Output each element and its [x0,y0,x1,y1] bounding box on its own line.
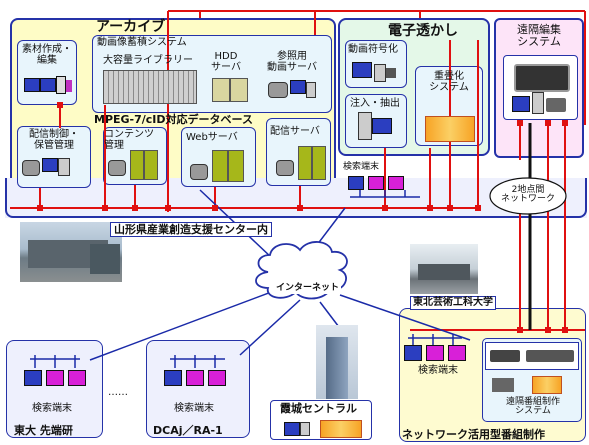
dist-server-icon [276,146,328,180]
kasumi-label: 霞城セントラル [280,402,357,415]
dcaj-panel [146,340,250,438]
search-terminal-icon-top [348,176,410,192]
material-pc-icon [24,74,72,96]
library-rack-icon [103,70,197,104]
two-point-network-label: 2地点間 ネットワーク [500,185,555,205]
remote-prod-device-icon [490,348,576,364]
todai-terminal-icon [24,368,88,388]
material-label: 素材作成・ 編集 [22,44,72,66]
encode-label: 動画符号化 [348,44,398,55]
encode-icon [352,62,398,82]
inject-label: 注入・抽出 [350,98,400,109]
dist-control-icon [22,158,74,176]
tohoku-label: 東北芸術工科大学 [410,296,496,310]
ellipsis-label: …… [108,387,128,398]
watermark-title: 電子透かし [388,23,458,39]
content-mgmt-label: コンテンツ 管理 [104,129,154,151]
remote-prod-label: 遠隔番組制作 システム [505,397,560,417]
web-server-icon [190,150,246,182]
dist-server-label: 配信サーバ [270,126,320,137]
search-terminal-label-top: 検索端末 [343,162,380,172]
remote-edit-display-icon [514,64,570,92]
remote-edit-pc-icon [512,92,570,114]
kasumi-photo [316,325,358,399]
dcaj-name: DCAj／RA-1 [153,424,223,437]
db-title: MPEG-7/cID対応データベース [94,113,253,126]
remote-edit-title: 遠隔編集 システム [517,23,561,48]
ref-server-label: 参照用 動画サーバ [267,51,317,73]
material-box [17,40,77,105]
internet-label: インターネット [274,283,342,294]
content-mgmt-icon [108,150,160,180]
dist-control-box [17,126,91,188]
large-library-label: 大容量ライブラリー [103,55,193,66]
network-terminal-icon [404,345,468,363]
hdd-server-icon [212,78,248,102]
todai-name: 東大 先端研 [14,424,73,437]
inject-icon [358,112,398,140]
overlay-icon [425,116,475,142]
kasumi-device-icon [284,420,364,438]
tohoku-photo [410,244,478,294]
todai-search-label: 検索端末 [32,403,72,414]
dcaj-search-label: 検索端末 [174,403,214,414]
network-program-title: ネットワーク活用型番組制作 [402,428,545,441]
archive-title: アーカイブ [96,19,166,35]
remote-prod-screen-icon [492,376,576,394]
network-search-label: 検索端末 [418,365,458,376]
center-building-photo [20,222,122,282]
video-system-label: 動画像蓄積システム [97,37,187,48]
center-label: 山形県産業創造支援センター内 [110,222,272,237]
dist-control-label: 配信制御・ 保管管理 [29,129,79,151]
overlay-label: 重畳化 システム [429,71,469,93]
dcaj-terminal-icon [164,368,228,388]
ref-server-icon [268,80,316,98]
web-server-label: Webサーバ [186,132,238,143]
hdd-server-label: HDD サーバ [211,51,241,73]
